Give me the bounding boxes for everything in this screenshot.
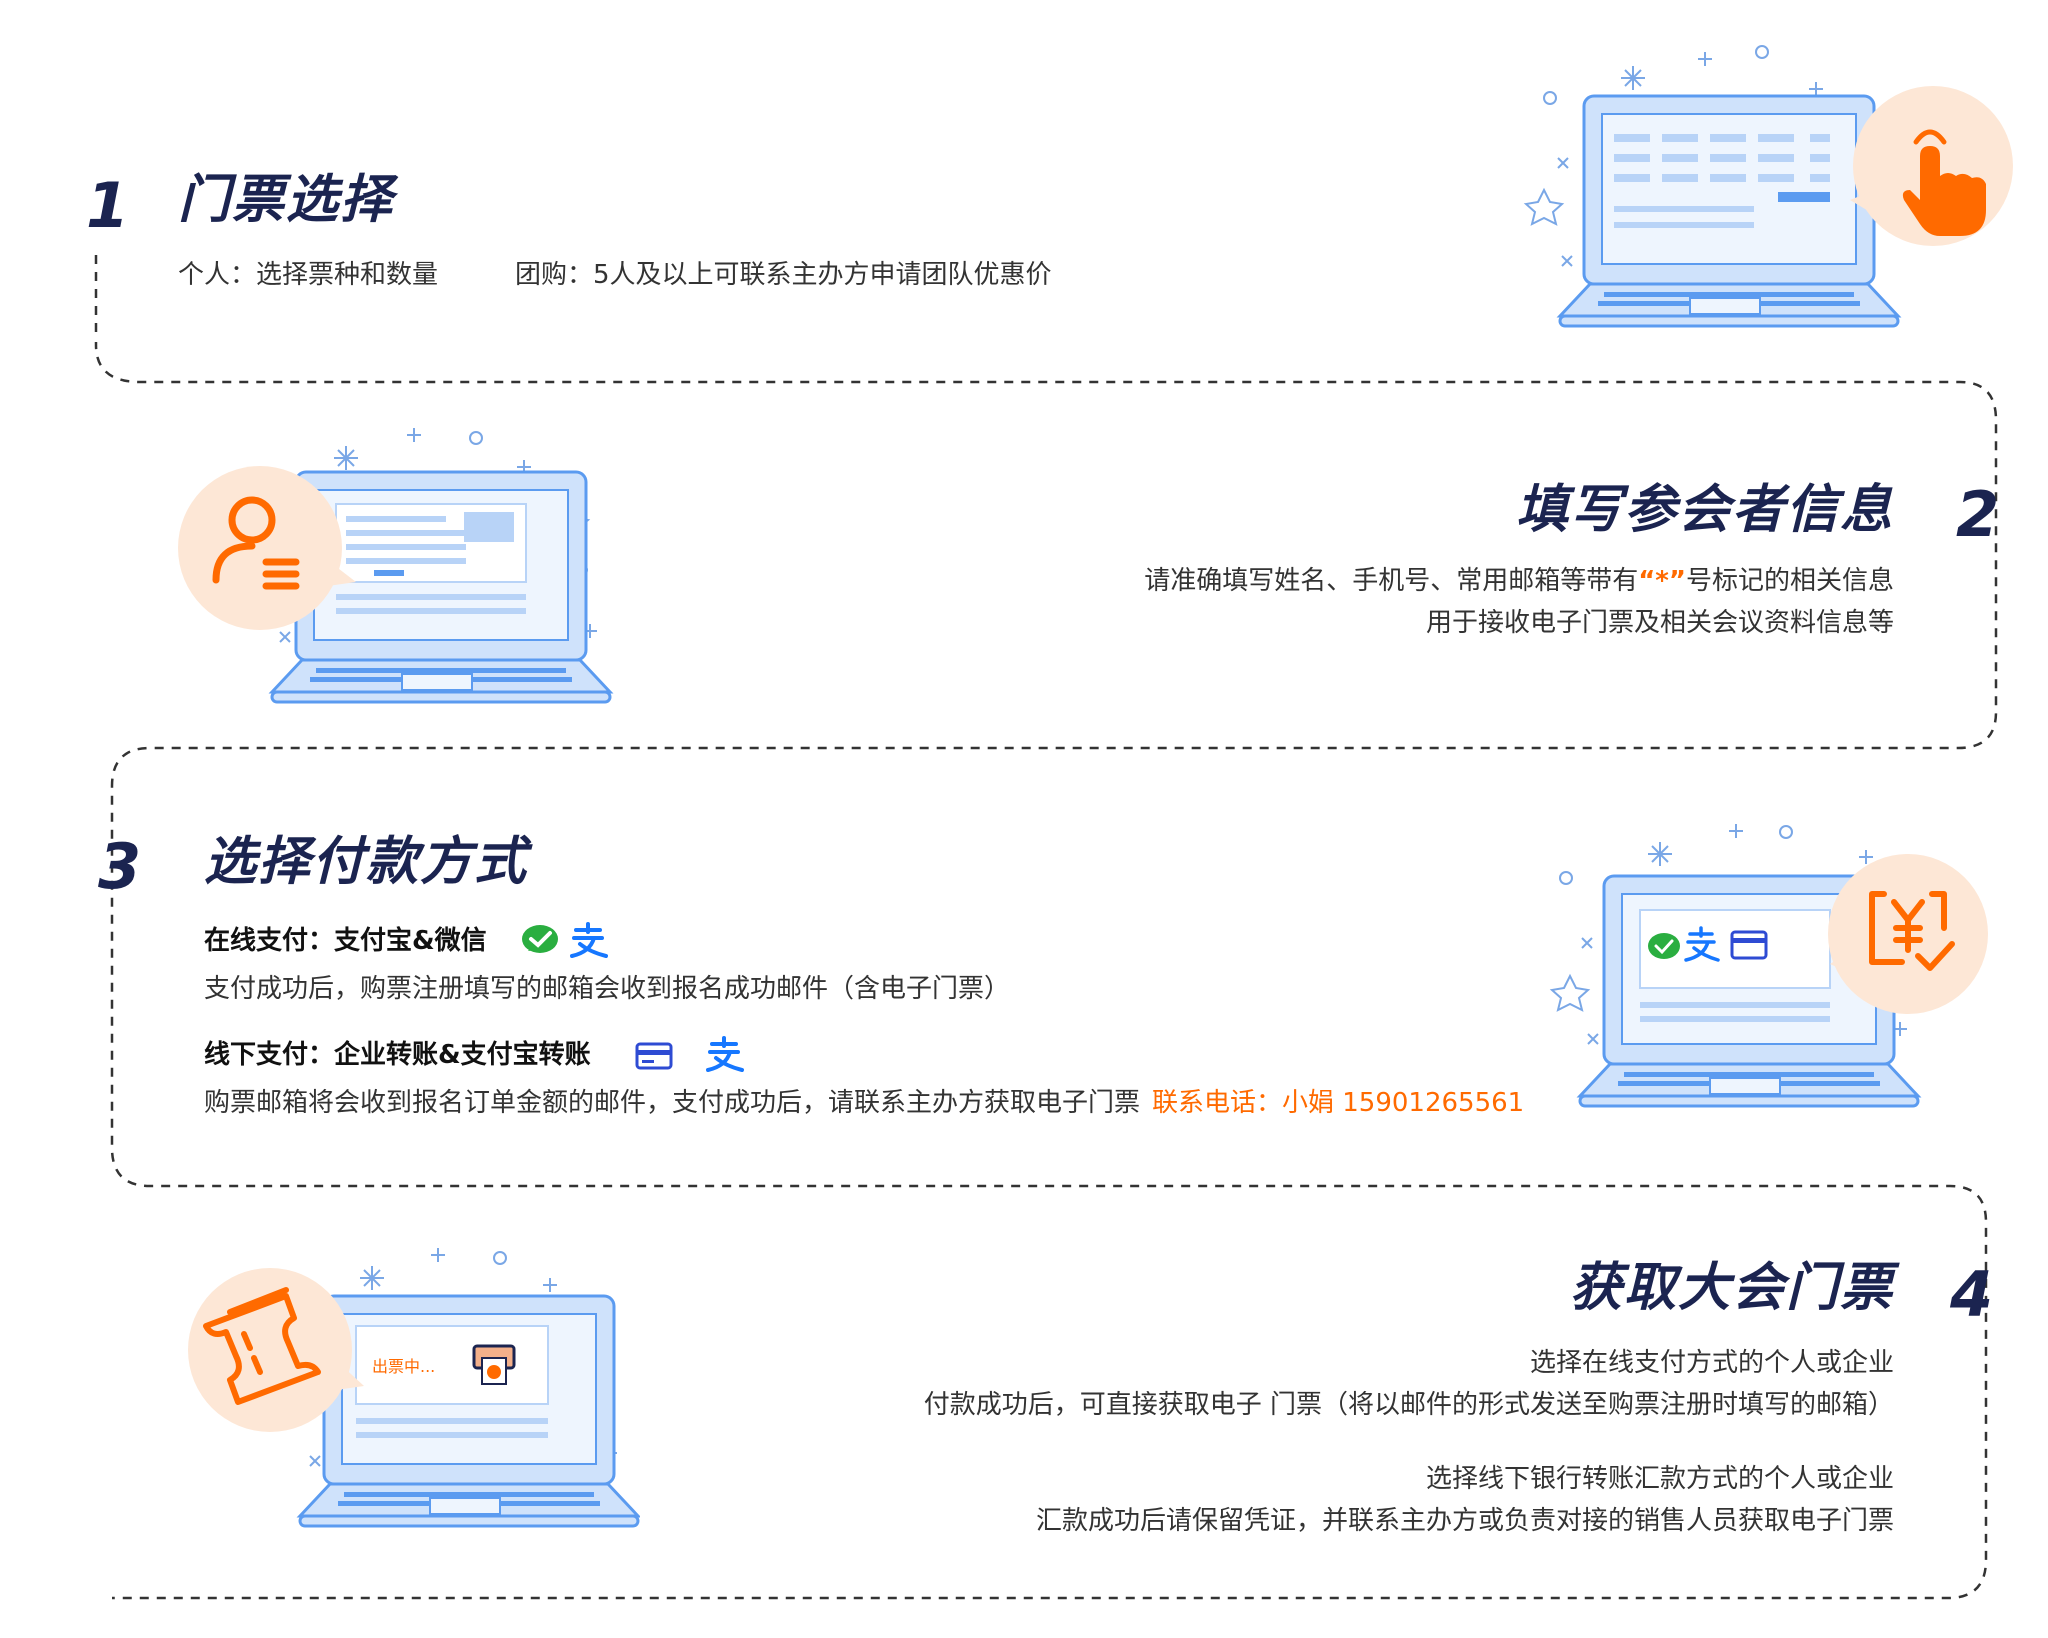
step-4-number: 4: [1950, 1258, 1994, 1331]
step-2-line-2: 用于接收电子门票及相关会议资料信息等: [1425, 608, 1894, 638]
step-1-title: 门票选择: [178, 170, 395, 230]
bank-card-icon: [635, 1042, 673, 1070]
ticket-icon: [203, 1287, 321, 1405]
step-3-title: 选择付款方式: [204, 832, 529, 892]
step-4-line-4: 汇款成功后请保留凭证，并联系主办方或负责对接的销售人员获取电子门票: [1035, 1506, 1894, 1536]
online-payment-title: 在线支付：支付宝&微信: [204, 926, 487, 956]
step-2-laptop-illustration: [178, 428, 614, 704]
step-4-laptop-illustration: 出票中...: [188, 1248, 640, 1528]
issuing-ticket-text: 出票中...: [372, 1357, 435, 1376]
required-mark: “*”: [1638, 566, 1686, 596]
offline-payment-title: 线下支付：企业转账&支付宝转账: [204, 1040, 591, 1070]
step-4-line-1: 选择在线支付方式的个人或企业: [1529, 1348, 1894, 1378]
user-form-icon: [212, 496, 300, 590]
step-2-line-1: 请准确填写姓名、手机号、常用邮箱等带有“*”号标记的相关信息: [1144, 566, 1894, 596]
step-1-individual-text: 个人：选择票种和数量: [178, 260, 439, 290]
online-payment-desc: 支付成功后，购票注册填写的邮箱会收到报名成功邮件（含电子门票）: [204, 974, 1011, 1004]
step-2-number: 2: [1956, 478, 2000, 551]
step-2-title: 填写参会者信息: [1515, 480, 1894, 540]
step-4-line-3: 选择线下银行转账汇款方式的个人或企业: [1425, 1464, 1894, 1494]
step-3-laptop-illustration: [1549, 824, 1988, 1108]
yuan-receipt-icon: [1869, 891, 1955, 971]
step-1-group-text: 团购：5人及以上可联系主办方申请团队优惠价: [515, 260, 1052, 290]
step-4-title: 获取大会门票: [1569, 1258, 1894, 1318]
contact-phone: 联系电话：小娟 15901265561: [1152, 1088, 1525, 1118]
alipay-transfer-icon: [706, 1036, 744, 1072]
alipay-icon: [570, 922, 608, 958]
step-3-number: 3: [98, 830, 142, 903]
hand-tap-icon: [1902, 129, 1986, 236]
offline-payment-desc: 购票邮箱将会收到报名订单金额的邮件，支付成功后，请联系主办方获取电子门票: [204, 1088, 1141, 1118]
step-4-line-2: 付款成功后，可直接获取电子 门票（将以邮件的形式发送至购票注册时填写的邮箱）: [923, 1390, 1894, 1420]
step-1-number: 1: [86, 169, 130, 242]
step-1-laptop-illustration: [1523, 45, 2013, 328]
wechat-pay-icon: [522, 925, 558, 953]
